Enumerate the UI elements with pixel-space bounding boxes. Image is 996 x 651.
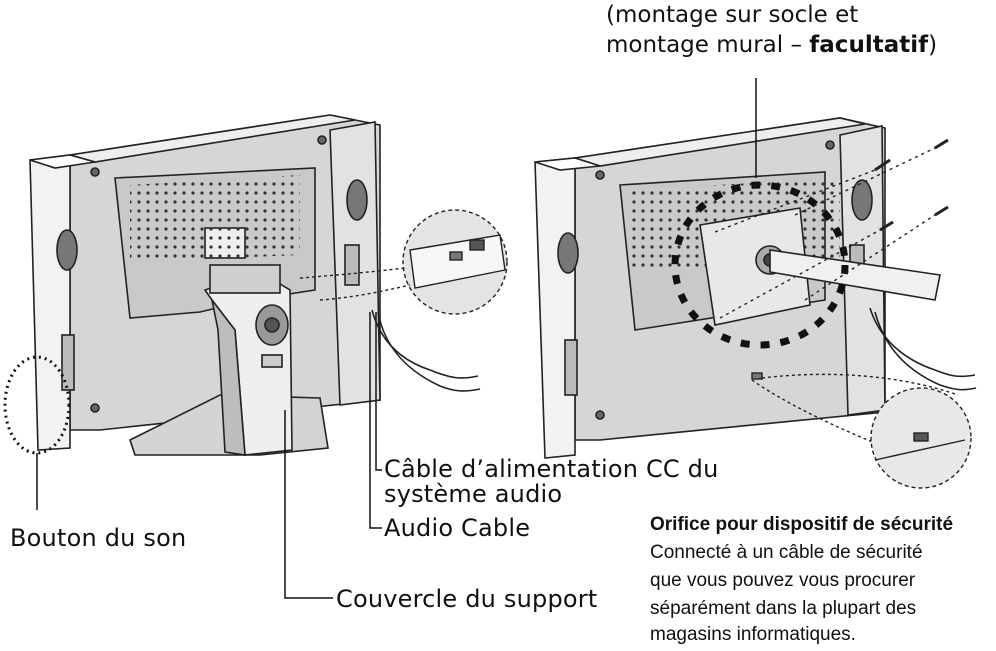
audio-cable-label: Audio Cable xyxy=(384,514,531,542)
vesa-mount xyxy=(671,181,941,349)
security-slot-line: que vous pouvez vous procurer xyxy=(650,570,916,591)
mount-caption-bold: facultatif xyxy=(809,32,929,58)
sound-button-label: Bouton du son xyxy=(10,524,187,552)
security-slot-line: magasins informatiques. xyxy=(650,624,856,645)
stand-cover-label: Couvercle du support xyxy=(336,585,598,613)
right-cables xyxy=(869,307,977,391)
sound-button-highlight xyxy=(3,355,71,455)
mount-caption: (montage sur socle et montage mural – fa… xyxy=(606,0,937,60)
left-monitor-back xyxy=(29,114,381,451)
left-leader-lines xyxy=(36,372,382,599)
power-cable-label-line2: système audio xyxy=(384,480,563,508)
mount-screws xyxy=(714,138,949,319)
security-slot-line: Connecté à un câble de sécurité xyxy=(650,542,923,563)
mount-caption-prefix: montage mural – xyxy=(606,32,810,58)
left-cables xyxy=(369,309,481,460)
security-slot-zoom xyxy=(751,372,972,489)
security-slot-line: séparément dans la plupart des xyxy=(650,598,917,619)
power-cable-label-line1: Câble d’alimentation CC du xyxy=(384,455,719,483)
security-slot-title: Orifice pour dispositif de sécurité xyxy=(650,514,954,535)
left-vent-grille xyxy=(130,175,300,262)
left-stand xyxy=(129,264,329,456)
mount-caption-suffix: ) xyxy=(928,32,938,58)
mount-caption-line2: montage mural – facultatif) xyxy=(606,30,937,60)
mount-caption-line1: (montage sur socle et xyxy=(606,2,859,28)
connector-zoom xyxy=(299,209,508,315)
